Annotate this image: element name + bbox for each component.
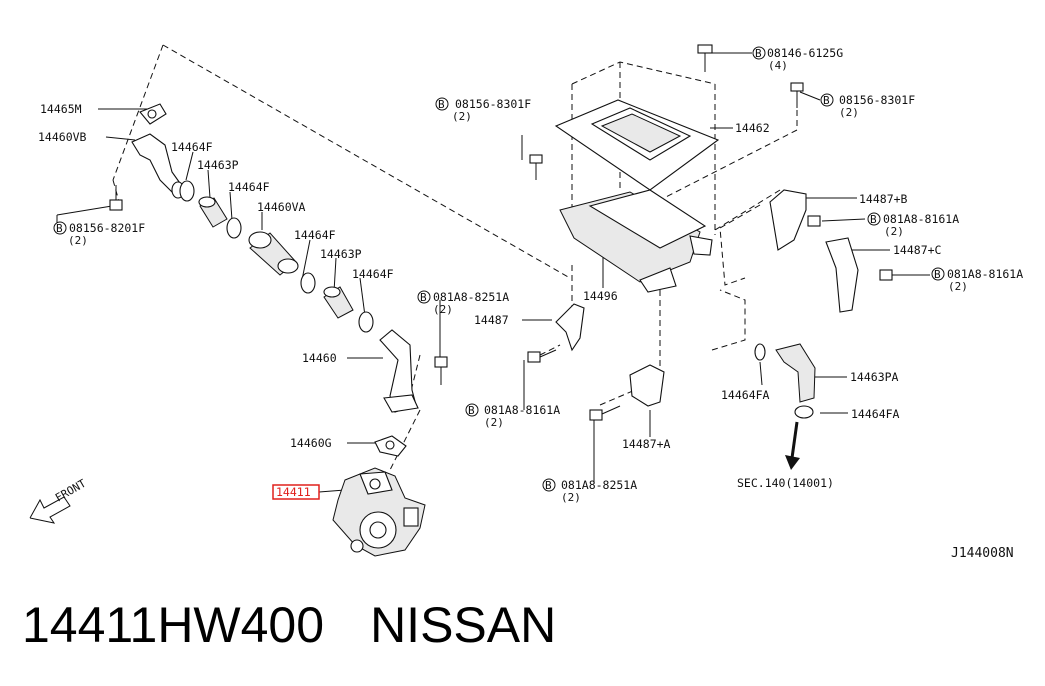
svg-text:B: B [934,268,941,281]
svg-text:(2): (2) [884,225,904,238]
label-14460g: 14460G [290,436,332,450]
svg-text:(2): (2) [948,280,968,293]
caption-brand: NISSAN [370,597,557,653]
label-14462: 14462 [735,121,770,135]
part-14460-pipe [379,329,419,413]
label-14463pa: 14463PA [850,370,899,384]
label-14460va: 14460VA [257,200,306,214]
part-14496-intercooler [559,189,713,293]
part-caption: 14411HW400 NISSAN [22,596,556,654]
bolt-callout-081a8-8251a-b: B 081A8-8251A (2) [542,478,637,504]
part-14465m-gasket [139,103,167,125]
part-14487-bracket [555,303,585,352]
part-labels: 14465M 14460VB 14464F 14463P 14464F 1446… [38,102,1014,561]
svg-text:B: B [823,94,830,107]
bolt-callout-081a8-8161a-a: B 081A8-8161A (2) [867,212,959,238]
svg-text:B: B [438,98,445,111]
label-14463p-1: 14463P [197,158,239,172]
svg-text:B: B [755,47,762,60]
part-clamp-fa-2 [794,405,814,419]
svg-text:(2): (2) [561,491,581,504]
svg-text:B: B [468,404,475,417]
svg-text:081A8-8161A: 081A8-8161A [883,212,959,226]
label-14411: 14411 [276,485,311,499]
bolt-callout-081a8-8161a-b: B 081A8-8161A (2) [931,267,1023,293]
part-14487c-bracket [825,237,859,313]
svg-text:08156-8201F: 08156-8201F [69,221,145,235]
svg-text:081A8-8251A: 081A8-8251A [561,478,637,492]
label-14496: 14496 [583,289,618,303]
bolt-callouts: B 08146-6125G (4) B 08156-8301F (2) B 08… [53,46,1023,504]
label-14487b: 14487+B [859,192,908,206]
caption-part-number: 14411HW400 [22,597,325,653]
svg-text:081A8-8251A: 081A8-8251A [433,290,509,304]
part-clamp-fa-1 [754,343,766,361]
label-14460vb: 14460VB [38,130,87,144]
part-14462-cover [554,99,720,191]
label-14487: 14487 [474,313,509,327]
bolt-callout-08156-8301f-b: B 08156-8301F (2) [820,93,915,119]
svg-text:08156-8301F: 08156-8301F [839,93,915,107]
label-14464f-4: 14464F [352,267,394,281]
front-label: FRONT [53,477,89,505]
bolt-icons [109,44,893,421]
label-14465m: 14465M [40,102,82,116]
part-clamp-2 [226,217,242,239]
svg-text:(2): (2) [433,303,453,316]
label-14487c: 14487+C [893,243,942,257]
label-14464f-3: 14464F [294,228,336,242]
part-clamp-4 [358,311,374,333]
part-14460g-gasket [374,435,407,457]
part-14463pa-hose [775,343,816,403]
diagram-code: J144008N [951,546,1014,561]
sec-arrow [785,421,800,470]
label-14487a: 14487+A [622,437,671,451]
bolt-callout-081a8-8161a-c: B 081A8-8161A (2) [465,403,560,429]
svg-text:08156-8301F: 08156-8301F [455,97,531,111]
svg-text:(2): (2) [839,106,859,119]
svg-text:(2): (2) [484,416,504,429]
part-clamp-1 [179,180,195,202]
label-14463p-2: 14463P [320,247,362,261]
highlighted-part-14411: 14411 [272,484,320,500]
part-14460va-tube [248,231,299,276]
svg-text:B: B [870,213,877,226]
svg-text:B: B [420,291,427,304]
svg-text:B: B [56,222,63,235]
label-14464f-2: 14464F [228,180,270,194]
label-14464fa-2: 14464FA [851,407,900,421]
bolt-callout-08156-8201f: B 08156-8201F (2) [53,221,145,247]
part-14487b-bracket [769,189,807,251]
bolt-callout-081a8-8251a-a: B 081A8-8251A (2) [417,290,509,316]
svg-text:08146-6125G: 08146-6125G [767,46,843,60]
svg-text:(4): (4) [768,59,788,72]
label-sec-140: SEC.140(14001) [737,476,834,490]
label-14460: 14460 [302,351,337,365]
svg-text:(2): (2) [68,234,88,247]
leader-lines [56,52,930,493]
bolt-callout-08156-8301f-a: B 08156-8301F (2) [435,97,531,123]
part-14411-turbocharger [332,467,426,557]
svg-text:081A8-8161A: 081A8-8161A [484,403,560,417]
part-14463p-hose-1 [198,196,228,228]
svg-text:(2): (2) [452,110,472,123]
part-14463p-hose-2 [323,286,354,319]
svg-text:081A8-8161A: 081A8-8161A [947,267,1023,281]
label-14464fa-1: 14464FA [721,388,770,402]
part-14487a-bracket [629,364,665,407]
bolt-callout-08146-6125g: B 08146-6125G (4) [752,46,843,72]
svg-text:B: B [545,479,552,492]
front-arrow-icon: FRONT [29,477,89,524]
part-clamp-3 [300,272,316,294]
label-14464f-1: 14464F [171,140,213,154]
